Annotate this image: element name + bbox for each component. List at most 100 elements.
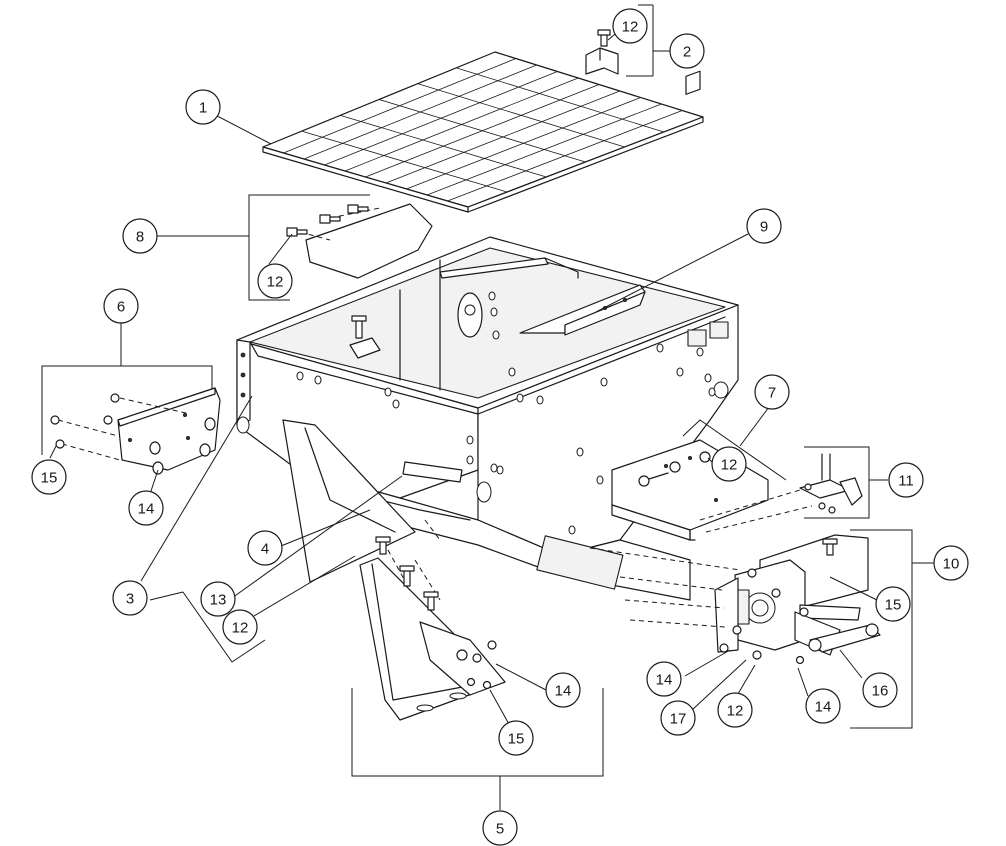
mounting-hole bbox=[392, 399, 400, 409]
grate-wire bbox=[378, 99, 586, 163]
bolt-icon bbox=[423, 591, 439, 611]
callout-circle bbox=[933, 545, 969, 581]
callout-circle bbox=[754, 374, 790, 410]
callout-c14a: 14 bbox=[128, 490, 164, 526]
callout-circle bbox=[482, 810, 518, 846]
mounting-hole bbox=[576, 447, 584, 457]
mounting-hole bbox=[704, 373, 712, 383]
mounting-hole bbox=[696, 347, 704, 357]
callout-circle bbox=[200, 581, 236, 617]
bolt-icon bbox=[822, 538, 838, 556]
callout-circle bbox=[257, 263, 293, 299]
callout-c12a: 12 bbox=[612, 8, 648, 44]
part-3-leaders bbox=[140, 395, 266, 663]
callout-circle bbox=[498, 720, 534, 756]
callout-number: 17 bbox=[670, 711, 687, 728]
callout-circle bbox=[660, 700, 696, 736]
callout-c14d: 14 bbox=[805, 688, 841, 724]
mounting-hole bbox=[488, 291, 496, 301]
callout-number: 14 bbox=[555, 683, 572, 700]
part-decal bbox=[231, 461, 463, 599]
callout-circle bbox=[545, 672, 581, 708]
bolt-icon bbox=[347, 204, 369, 214]
callout-circle bbox=[122, 218, 158, 254]
grate-wire bbox=[456, 67, 664, 133]
mounting-hole bbox=[508, 367, 516, 377]
mounting-hole bbox=[516, 393, 524, 403]
callout-c17: 17 bbox=[660, 700, 696, 736]
callout-number: 12 bbox=[267, 274, 284, 291]
mounting-hole bbox=[596, 475, 604, 485]
mounting-hole bbox=[296, 371, 304, 381]
mounting-hole bbox=[536, 395, 544, 405]
callout-number: 6 bbox=[117, 299, 125, 316]
part-angle-bar bbox=[519, 233, 749, 336]
callout-number: 15 bbox=[885, 597, 902, 614]
callout-c15a: 15 bbox=[31, 459, 67, 495]
mounting-hole bbox=[466, 455, 474, 465]
callout-c15b: 15 bbox=[498, 720, 534, 756]
callout-circle bbox=[646, 661, 682, 697]
callout-c4: 4 bbox=[247, 530, 283, 566]
callout-circle bbox=[805, 688, 841, 724]
mounting-hole bbox=[708, 387, 716, 397]
callout-c3: 3 bbox=[112, 580, 148, 616]
callout-circle bbox=[746, 208, 782, 244]
mounting-hole bbox=[656, 343, 664, 353]
callout-circle bbox=[888, 462, 924, 498]
mounting-hole bbox=[490, 307, 498, 317]
callout-number: 14 bbox=[815, 699, 832, 716]
callout-number: 16 bbox=[872, 683, 889, 700]
callout-number: 13 bbox=[210, 592, 227, 609]
mounting-hole bbox=[466, 435, 474, 445]
callout-number: 5 bbox=[496, 821, 504, 838]
callout-circle bbox=[247, 530, 283, 566]
callout-number: 12 bbox=[721, 457, 738, 474]
callout-number: 1 bbox=[199, 100, 207, 117]
callout-c9: 9 bbox=[746, 208, 782, 244]
mounting-hole bbox=[676, 367, 684, 377]
callout-circle bbox=[222, 609, 258, 645]
callout-circle bbox=[875, 586, 911, 622]
callout-circle bbox=[31, 459, 67, 495]
callout-circle bbox=[112, 580, 148, 616]
callout-number: 4 bbox=[261, 541, 269, 558]
part-baffle-group bbox=[157, 194, 433, 301]
callout-c2: 2 bbox=[669, 33, 705, 69]
callout-circle bbox=[185, 89, 221, 125]
callout-number: 14 bbox=[656, 672, 673, 689]
callout-number: 12 bbox=[232, 620, 249, 637]
callout-c14c: 14 bbox=[646, 661, 682, 697]
callout-c12e: 12 bbox=[717, 692, 753, 728]
grate-wire bbox=[301, 130, 508, 193]
mounting-hole bbox=[490, 463, 498, 473]
mounting-hole bbox=[496, 465, 504, 475]
callout-circle bbox=[711, 446, 747, 482]
grate-wire bbox=[417, 83, 625, 148]
bolt-icon bbox=[399, 565, 415, 587]
callout-number: 11 bbox=[898, 473, 914, 490]
callout-c14b: 14 bbox=[545, 672, 581, 708]
callout-c15c: 15 bbox=[875, 586, 911, 622]
callout-circle bbox=[103, 288, 139, 324]
callout-c12c: 12 bbox=[711, 446, 747, 482]
callout-number: 7 bbox=[768, 385, 776, 402]
callout-number: 3 bbox=[126, 591, 134, 608]
callout-circle bbox=[128, 490, 164, 526]
callout-c10: 10 bbox=[933, 545, 969, 581]
callout-layer: 1234567891011121212121213141414141515151… bbox=[31, 8, 969, 846]
callout-c12b: 12 bbox=[257, 263, 293, 299]
mounting-hole bbox=[492, 330, 500, 340]
part-small-bracket bbox=[585, 4, 671, 77]
callout-c11: 11 bbox=[888, 462, 924, 498]
bolt-icon bbox=[375, 536, 391, 555]
callout-c5: 5 bbox=[482, 810, 518, 846]
callout-number: 2 bbox=[683, 44, 691, 61]
callout-c6: 6 bbox=[103, 288, 139, 324]
callout-c12d: 12 bbox=[222, 609, 258, 645]
grate-wire bbox=[340, 114, 547, 178]
part-motor-assembly bbox=[589, 529, 934, 729]
callout-c1: 1 bbox=[185, 89, 221, 125]
bolt-icon bbox=[319, 214, 341, 224]
